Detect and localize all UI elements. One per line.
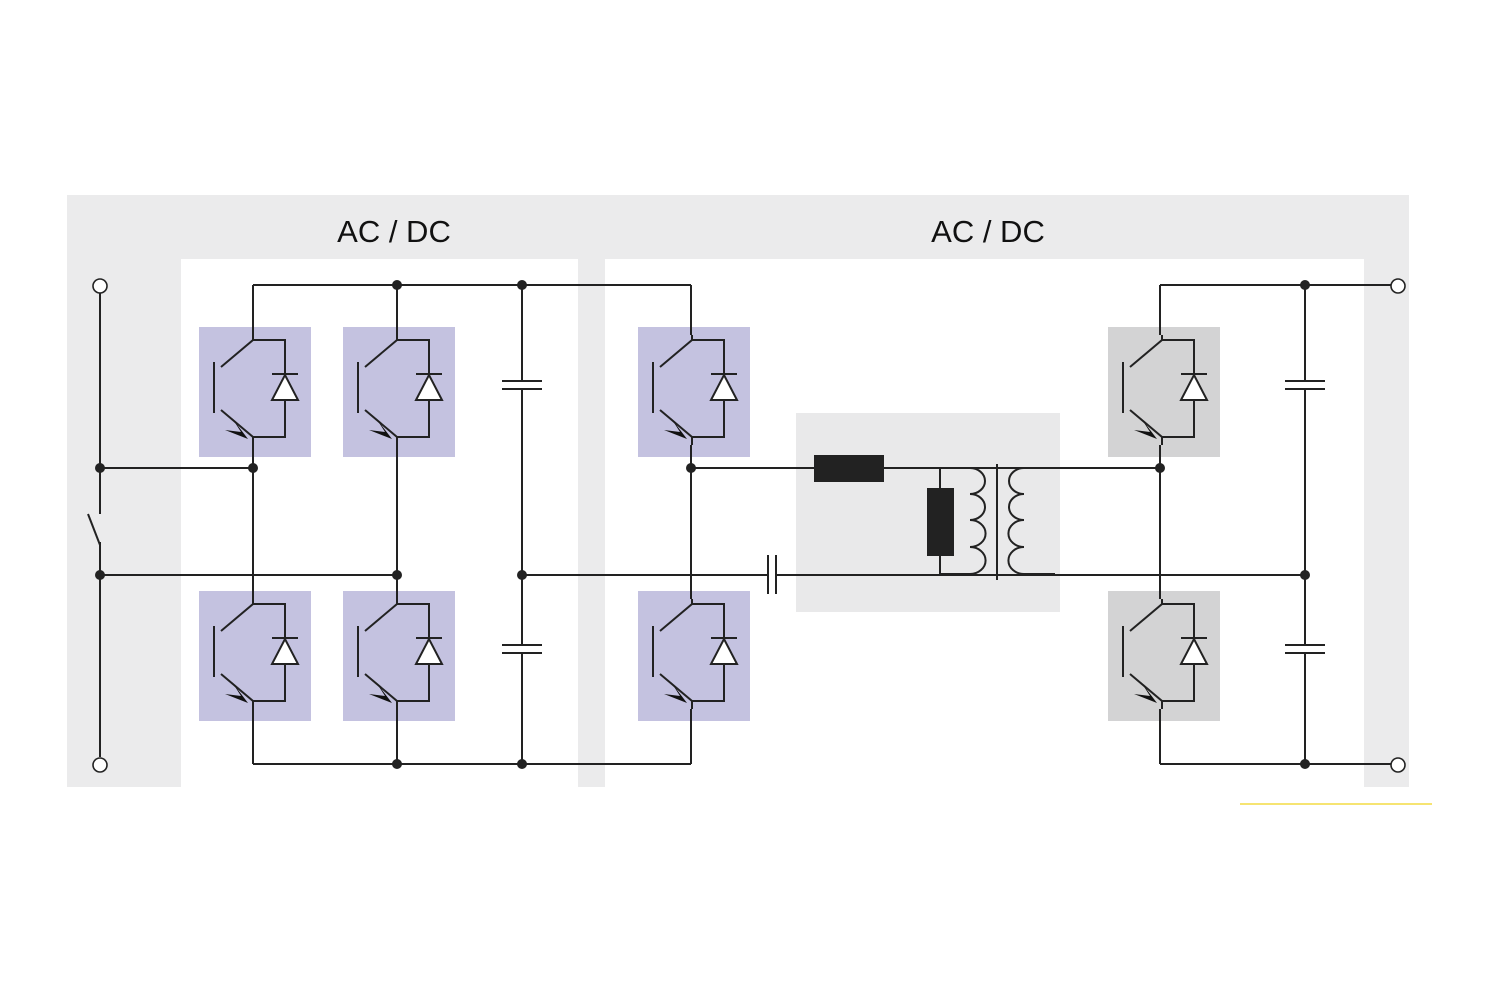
junction-dot	[95, 463, 105, 473]
junction-dot	[248, 463, 258, 473]
terminal-dc-top	[1390, 278, 1406, 294]
igbt-with-diode-icon	[1122, 599, 1209, 709]
series-capacitor	[767, 555, 777, 594]
magnetizing-inductor	[927, 488, 954, 556]
junction-dot	[1300, 280, 1310, 290]
junction-dot	[517, 280, 527, 290]
igbt-with-diode-icon	[357, 335, 444, 445]
junction-dot	[1300, 570, 1310, 580]
igbt-with-diode-icon	[213, 599, 300, 709]
terminals	[92, 278, 1406, 773]
capacitor-c2-top	[1285, 380, 1325, 390]
igbt-with-diode-icon	[652, 335, 739, 445]
terminal-ac-top	[92, 278, 108, 294]
capacitor-c1-bottom	[502, 644, 542, 654]
junction-dot	[392, 759, 402, 769]
terminal-ac-bottom	[92, 757, 108, 773]
igbt-with-diode-icon	[213, 335, 300, 445]
junction-dot	[95, 570, 105, 580]
section-title-ac-dc-2: AC / DC	[931, 214, 1045, 249]
igbt-with-diode-icon	[1122, 335, 1209, 445]
wiring	[87, 284, 1392, 765]
junction-dot	[686, 463, 696, 473]
terminal-dc-bottom	[1390, 757, 1406, 773]
igbt-with-diode-icon	[357, 599, 444, 709]
junction-dot	[392, 280, 402, 290]
series-inductor	[814, 455, 884, 482]
junction-dot	[1155, 463, 1165, 473]
junction-dot	[517, 570, 527, 580]
section-title-ac-dc-1: AC / DC	[337, 214, 451, 249]
capacitor-c1-top	[502, 380, 542, 390]
junction-dot	[392, 570, 402, 580]
transformer	[940, 467, 1055, 575]
igbt-with-diode-icon	[652, 599, 739, 709]
igbt-switches	[213, 335, 1209, 709]
capacitor-c2-bottom	[1285, 644, 1325, 654]
junction-dots	[95, 280, 1310, 769]
junction-dot	[517, 759, 527, 769]
junction-dot	[1300, 759, 1310, 769]
